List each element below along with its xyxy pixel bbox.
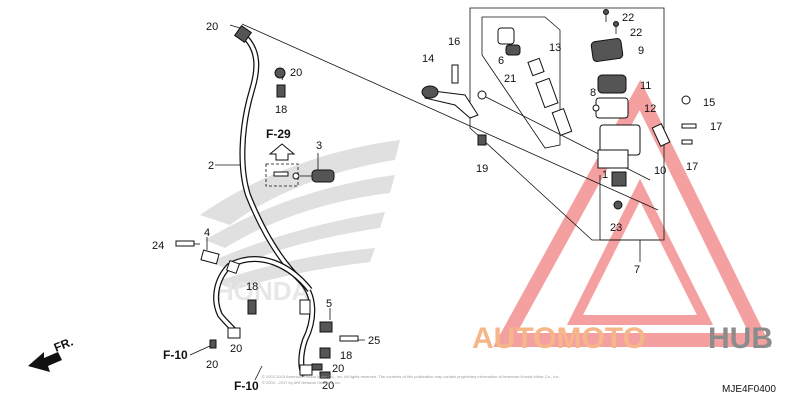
watermark-triangle [493,79,772,347]
callout-8: 8 [590,87,596,99]
callout-20-left: 20 [206,359,218,371]
callout-20-mid: 20 [230,343,242,355]
watermark-brand: AUTOMOTO HUB [472,322,773,355]
callout-22-bottom: 22 [630,27,642,39]
callout-18-bottom: 18 [340,350,352,362]
reservoir-parts [590,9,629,119]
callout-4: 4 [204,227,210,239]
master-cylinder-body [597,95,697,210]
callout-2: 2 [208,160,214,172]
f29-label: F-29 [266,127,291,141]
callout-18-top: 18 [275,104,287,116]
small-fasteners [209,67,359,379]
callout-14: 14 [422,53,434,65]
callout-7: 7 [634,264,640,276]
front-direction-arrow: FR. [28,335,75,372]
f10-left-label: F-10 [163,348,188,362]
f10-bottom-label: F-10 [234,379,259,393]
callout-16: 16 [448,36,460,48]
callout-13: 13 [549,42,561,54]
callout-25: 25 [368,335,380,347]
copyright-line-2: © 2004 - 2017 by ARI Network Services, I… [262,380,341,385]
callout-18-middle: 18 [246,281,258,293]
callout-5: 5 [326,298,332,310]
callout-20-top: 20 [206,21,218,33]
copyright-line-1: © 2002-2015 American Honda Motor Co., In… [262,374,560,379]
callout-20-right: 20 [332,363,344,375]
callout-20-upper: 20 [290,67,302,79]
callout-10: 10 [654,165,666,177]
front-arrow-label: FR. [52,335,75,355]
front-arrow-icon [28,352,62,372]
callout-20-bottom: 20 [322,380,334,392]
piston-kit-group-box [481,16,561,149]
callout-12: 12 [644,103,656,115]
brake-lever [421,64,487,146]
callout-19: 19 [476,163,488,175]
brake-hose [213,24,316,378]
up-arrow-icon [268,143,296,161]
bolt-and-guide [175,240,220,265]
f29-reference: F-29 [265,127,299,187]
callout-21: 21 [504,73,516,85]
callout-23: 23 [610,222,622,234]
piston-kit [497,27,573,136]
callout-3: 3 [316,140,322,152]
callout-9: 9 [638,45,644,57]
watermark-brand-part1: AUTOMOTO [472,322,646,355]
hose-clamp [292,169,335,183]
callout-6: 6 [498,55,504,67]
callout-17-lower: 17 [686,161,698,173]
callout-1: 1 [602,169,608,181]
callout-11: 11 [640,80,651,92]
callout-labels: 1 2 3 4 5 6 7 8 9 10 11 12 13 14 15 16 1… [152,12,722,392]
callout-17-upper: 17 [710,121,722,133]
diagram-code: MJE4F0400 [722,384,776,395]
watermark-brand-part2: HUB [708,322,773,355]
callout-24: 24 [152,240,164,252]
honda-logo-text: HONDA [215,276,311,306]
callout-15: 15 [703,97,715,109]
callout-22-top: 22 [622,12,634,24]
